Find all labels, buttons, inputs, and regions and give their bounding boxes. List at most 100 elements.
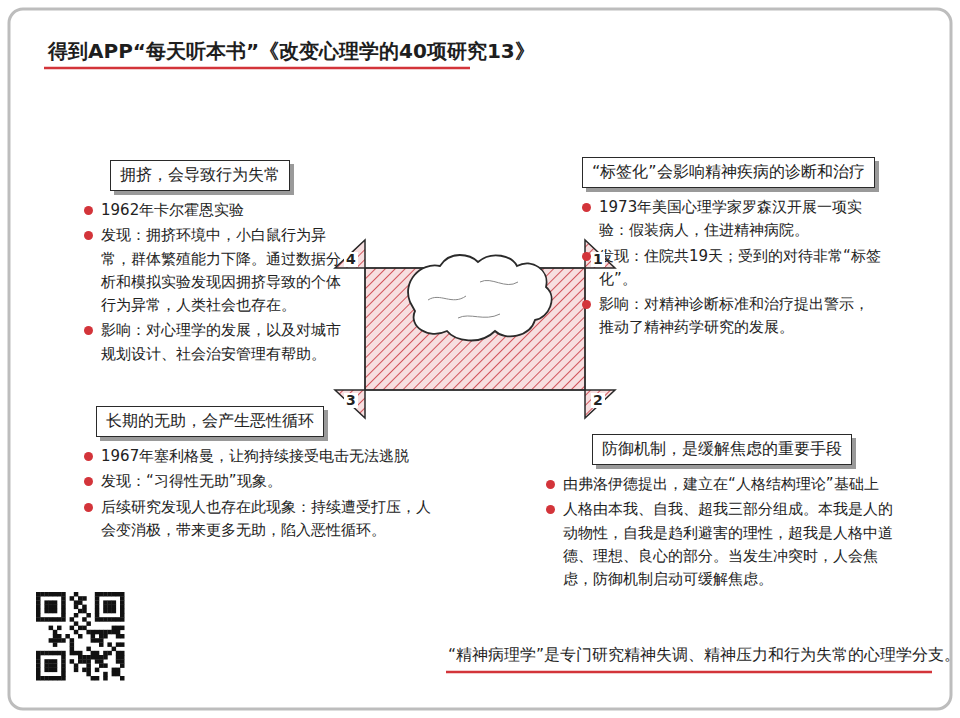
bullet-text: 后续研究发现人也存在此现象：持续遭受打压，人会变消极，带来更多无助，陷入恶性循环… [101, 498, 431, 539]
qr-module [70, 647, 75, 652]
bullet-item: 影响：对精神诊断标准和治疗提出警示，推动了精神药学研究的发展。 [582, 293, 883, 340]
qr-module [99, 617, 104, 622]
qr-module [120, 592, 125, 597]
heading-box: 防御机制，是缓解焦虑的重要手段 [592, 434, 852, 465]
callout-number: 1 [591, 252, 605, 267]
qr-module [103, 676, 108, 681]
topic-section: 拥挤，会导致行为失常 1962年卡尔霍恩实验发现：拥挤环境中，小白鼠行为异常，群体… [84, 160, 352, 368]
qr-module [36, 605, 41, 610]
qr-module [44, 600, 49, 605]
qr-module [86, 672, 91, 677]
qr-module [107, 609, 112, 614]
bullet-dot [582, 203, 591, 212]
qr-module [95, 592, 100, 597]
qr-module [36, 613, 41, 618]
qr-module [61, 613, 65, 618]
qr-module [78, 609, 83, 614]
qr-module [95, 596, 100, 601]
bullet-text: 发现：拥挤环境中，小白鼠行为异常，群体繁殖能力下降。通过数据分析和模拟实验发现因… [101, 226, 341, 314]
qr-module [99, 592, 104, 597]
qr-module [86, 655, 91, 660]
qr-module [95, 630, 100, 635]
qr-module [49, 638, 54, 643]
qr-module [36, 596, 41, 601]
topic-section: 长期的无助，会产生恶性循环1967年塞利格曼，让狗持续接受电击无法逃脱发现：“习… [84, 406, 444, 544]
qr-module [49, 663, 54, 668]
qr-module [44, 609, 49, 614]
qr-module [86, 630, 91, 635]
qr-module [40, 592, 45, 597]
bullet-item: 后续研究发现人也存在此现象：持续遭受打压，人会变消极，带来更多无助，陷入恶性循环… [84, 496, 444, 543]
bullet-item: 人格由本我、自我、超我三部分组成。本我是人的动物性，自我是趋利避害的理性，超我是… [546, 498, 896, 591]
qr-module [103, 663, 108, 668]
heading-wrap: 拥挤，会导致行为失常 [110, 160, 352, 199]
qr-module [116, 634, 121, 639]
qr-module [78, 596, 83, 601]
qr-module [61, 655, 65, 660]
qr-module [44, 676, 49, 681]
caption-underline [446, 671, 932, 674]
qr-module [53, 609, 58, 614]
bullet-dot [84, 231, 93, 240]
qr-module [91, 638, 96, 643]
qr-module [82, 655, 87, 660]
bullet-dot [582, 300, 591, 309]
bullet-item: 1962年卡尔霍恩实验 [84, 199, 352, 222]
qr-module [112, 605, 117, 610]
qr-module [95, 638, 100, 643]
qr-module [78, 600, 83, 605]
qr-module [107, 642, 112, 647]
qr-module [86, 613, 91, 618]
qr-module [70, 651, 75, 656]
qr-module [57, 638, 62, 643]
qr-module [36, 592, 41, 597]
callout-number: 4 [344, 252, 358, 267]
qr-module [103, 600, 108, 605]
qr-module [78, 659, 83, 664]
bullet-text: 影响：对心理学的发展，以及对城市规划设计、社会治安管理有帮助。 [101, 321, 341, 362]
qr-module [40, 651, 45, 656]
qr-module [36, 659, 41, 664]
qr-module [120, 600, 125, 605]
bullet-item: 发现：“习得性无助”现象。 [84, 470, 444, 493]
qr-module [44, 605, 49, 610]
qr-module [95, 605, 100, 610]
bullet-text: 1962年卡尔霍恩实验 [101, 201, 244, 219]
qr-module [53, 638, 58, 643]
qr-module [116, 651, 121, 656]
qr-module [95, 617, 100, 622]
qr-module [103, 630, 108, 635]
qr-module [44, 668, 49, 673]
topic-section: 防御机制，是缓解焦虑的重要手段由弗洛伊德提出，建立在“人格结构理论”基础上人格由… [546, 434, 896, 593]
qr-module [49, 659, 54, 664]
bullet-dot [84, 503, 93, 512]
qr-module [61, 663, 65, 668]
qr-module [112, 626, 117, 631]
qr-module [91, 655, 96, 660]
qr-module [44, 617, 49, 622]
qr-module [65, 634, 70, 639]
corner-flag [585, 390, 615, 418]
qr-module [53, 642, 58, 647]
qr-module [82, 617, 87, 622]
qr-module [95, 659, 100, 664]
qr-module [95, 651, 100, 656]
qr-module [57, 634, 62, 639]
qr-module [74, 668, 79, 673]
qr-module [91, 630, 96, 635]
qr-module [49, 609, 54, 614]
qr-module [82, 626, 87, 631]
bullet-item: 发现：拥挤环境中，小白鼠行为异常，群体繁殖能力下降。通过数据分析和模拟实验发现因… [84, 224, 352, 317]
bullet-dot [84, 452, 93, 461]
qr-module [91, 651, 96, 656]
qr-module [112, 672, 117, 677]
qr-module [36, 655, 41, 660]
heading-box: “标签化”会影响精神疾病的诊断和治疗 [582, 157, 875, 188]
qr-module [82, 668, 87, 673]
qr-module [49, 651, 54, 656]
qr-module [86, 621, 91, 626]
qr-module [120, 613, 125, 618]
qr-module [57, 626, 62, 631]
qr-module [49, 592, 54, 597]
qr-module [107, 592, 112, 597]
